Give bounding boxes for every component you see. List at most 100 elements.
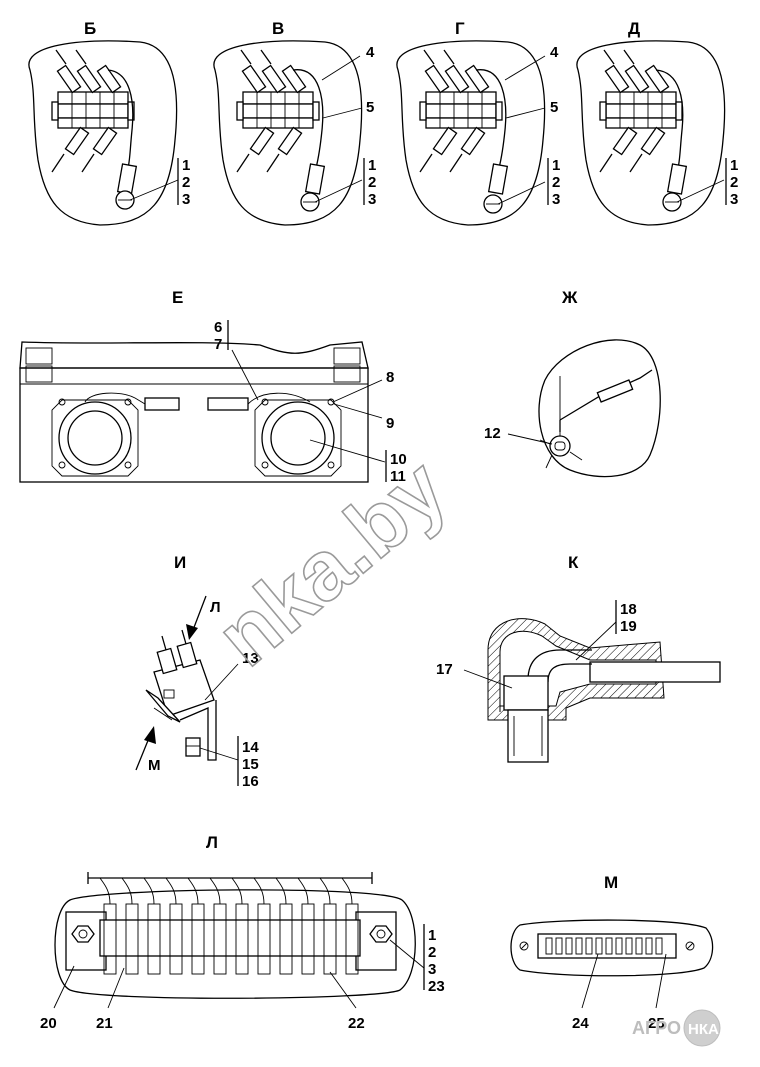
view-k-terminal xyxy=(503,675,549,711)
callout-4-v: 4 xyxy=(366,44,375,61)
callout-17: 17 xyxy=(436,661,453,678)
view-label-l: Л xyxy=(206,833,218,852)
view-b-outline xyxy=(28,40,178,226)
callout-3-g: 3 xyxy=(552,191,560,208)
callout-20: 20 xyxy=(40,1015,57,1032)
view-m: М 24 25 xyxy=(510,873,714,1032)
view-zh-plug xyxy=(596,379,634,403)
view-v: В 4 5 1 2 3 xyxy=(213,19,376,226)
callout-3-l: 3 xyxy=(428,961,436,978)
callout-3-v: 3 xyxy=(368,191,376,208)
view-label-g: Г xyxy=(455,19,465,38)
view-i-bolt xyxy=(185,737,201,757)
callout-15: 15 xyxy=(242,756,259,773)
callout-1-d: 1 xyxy=(730,157,738,174)
callout-7: 7 xyxy=(214,336,222,353)
view-m-slots xyxy=(545,937,663,955)
view-e-top-edge xyxy=(19,341,369,369)
view-label-b: Б xyxy=(84,19,96,38)
view-g: Г 4 5 1 2 3 xyxy=(396,19,560,226)
callout-2-g: 2 xyxy=(552,174,560,191)
view-d-terminal-block xyxy=(599,49,683,173)
arrow-l-head xyxy=(186,624,198,640)
callout-16: 16 xyxy=(242,773,259,790)
view-label-m: М xyxy=(604,873,618,892)
arrow-m-label: М xyxy=(148,757,161,774)
view-l-wires xyxy=(99,877,353,905)
view-l-outline xyxy=(54,889,416,999)
view-v-wire xyxy=(292,69,324,169)
callout-11: 11 xyxy=(390,468,406,485)
callout-9: 9 xyxy=(386,415,394,432)
view-label-e: Е xyxy=(172,288,183,307)
callout-21: 21 xyxy=(96,1015,113,1032)
callout-5-g: 5 xyxy=(550,99,558,116)
callout-24: 24 xyxy=(572,1015,589,1032)
callout-3-b: 3 xyxy=(182,191,190,208)
logo: АГРО НКА xyxy=(632,1009,721,1047)
callout-2-v: 2 xyxy=(368,174,376,191)
callout-10: 10 xyxy=(390,451,407,468)
view-d-outline xyxy=(576,40,726,226)
arrow-l-label: Л xyxy=(210,599,221,616)
view-e-connector-left xyxy=(144,397,180,411)
view-label-zh: Ж xyxy=(561,288,578,307)
view-g-terminal-block xyxy=(419,49,503,173)
view-v-outline xyxy=(213,40,363,226)
callout-22: 22 xyxy=(348,1015,365,1032)
watermark: nka.by xyxy=(199,441,463,684)
view-b-leader xyxy=(129,179,179,201)
callout-19: 19 xyxy=(620,618,637,635)
callout-2-l: 2 xyxy=(428,944,436,961)
callout-4-g: 4 xyxy=(550,44,559,61)
logo-left: АГРО xyxy=(632,1018,681,1038)
callout-1-l: 1 xyxy=(428,927,436,944)
view-label-d: Д xyxy=(628,19,640,38)
view-l: Л xyxy=(40,833,445,1032)
view-i: И Л 13 14 15 16 М xyxy=(135,553,259,790)
view-b-terminal-block xyxy=(51,49,135,173)
view-i-bracket xyxy=(179,700,217,761)
view-k: К 17 18 19 xyxy=(436,553,721,763)
view-b-wire xyxy=(107,69,134,169)
view-b: Б 1 2 3 xyxy=(28,19,190,226)
view-g-outline xyxy=(396,40,546,226)
callout-2-d: 2 xyxy=(730,174,738,191)
view-l-terminal-strip xyxy=(99,919,361,957)
arrow-m-head xyxy=(144,726,156,744)
callout-8: 8 xyxy=(386,369,394,386)
callout-14: 14 xyxy=(242,739,259,756)
view-d: Д 1 2 3 xyxy=(576,19,738,226)
view-label-k: К xyxy=(568,553,579,572)
view-e-headlight-right xyxy=(254,398,342,477)
view-k-cable xyxy=(589,661,721,683)
view-k-pin xyxy=(507,709,549,763)
callout-18: 18 xyxy=(620,601,637,618)
view-label-i: И xyxy=(174,553,186,572)
callout-2-b: 2 xyxy=(182,174,190,191)
callout-1-g: 1 xyxy=(552,157,560,174)
callout-13: 13 xyxy=(242,650,259,667)
callout-25: 25 xyxy=(648,1015,665,1032)
view-e-panel xyxy=(19,367,369,483)
callout-6: 6 xyxy=(214,319,222,336)
callout-5-v: 5 xyxy=(366,99,374,116)
view-e: Е xyxy=(19,288,407,485)
view-zh: Ж 12 xyxy=(484,288,661,478)
callout-3-d: 3 xyxy=(730,191,738,208)
view-v-terminal-block xyxy=(236,49,320,173)
callout-1-v: 1 xyxy=(368,157,376,174)
callout-12: 12 xyxy=(484,425,501,442)
view-zh-outline xyxy=(538,339,661,478)
logo-right: НКА xyxy=(688,1021,719,1038)
callout-23: 23 xyxy=(428,978,445,995)
view-e-connector-right xyxy=(207,397,249,411)
callout-1-b: 1 xyxy=(182,157,190,174)
view-m-outline xyxy=(510,919,714,977)
view-b-plug xyxy=(116,163,138,195)
view-label-v: В xyxy=(272,19,284,38)
view-e-headlight-left xyxy=(51,398,139,477)
view-zh-lamp xyxy=(549,435,571,457)
